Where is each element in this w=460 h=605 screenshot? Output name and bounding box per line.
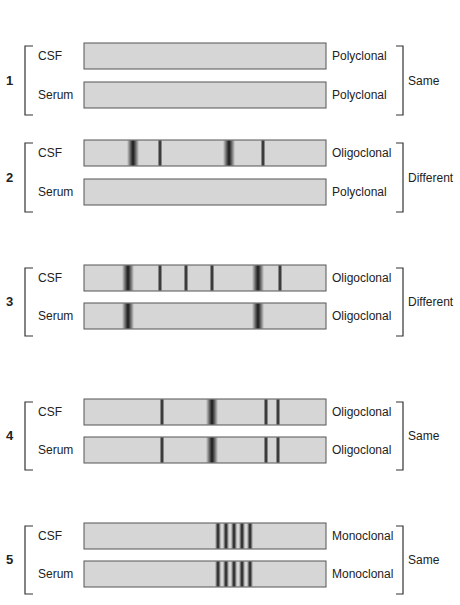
pattern-label: Oligoclonal bbox=[332, 146, 391, 160]
comparison-label: Same bbox=[408, 74, 439, 88]
protein-band bbox=[223, 524, 229, 549]
gel-lane bbox=[84, 179, 326, 205]
protein-band bbox=[122, 266, 134, 291]
panel-number: 4 bbox=[6, 429, 13, 443]
gel-lane bbox=[84, 561, 326, 587]
protein-band bbox=[278, 266, 283, 291]
sample-label: Serum bbox=[38, 88, 73, 102]
pattern-label: Oligoclonal bbox=[332, 271, 391, 285]
panel-graphics bbox=[25, 399, 403, 470]
protein-band bbox=[276, 438, 281, 463]
protein-band bbox=[252, 266, 264, 291]
gel-lane bbox=[84, 265, 326, 291]
comparison-label: Different bbox=[408, 171, 453, 185]
pattern-label: Oligoclonal bbox=[332, 309, 391, 323]
gel-lane bbox=[84, 437, 326, 463]
gel-lane bbox=[84, 523, 326, 549]
pattern-label: Monoclonal bbox=[332, 529, 393, 543]
panel-graphics bbox=[25, 43, 403, 115]
sample-label: Serum bbox=[38, 443, 73, 457]
protein-band bbox=[231, 524, 237, 549]
protein-band bbox=[223, 562, 229, 587]
sample-label: CSF bbox=[38, 529, 62, 543]
comparison-label: Same bbox=[408, 429, 439, 443]
panel-number: 5 bbox=[6, 553, 13, 567]
pattern-label: Polyclonal bbox=[332, 185, 387, 199]
gel-lane bbox=[84, 399, 326, 425]
gel-lane bbox=[84, 140, 326, 166]
protein-band bbox=[158, 266, 163, 291]
left-bracket bbox=[25, 143, 33, 212]
protein-band bbox=[127, 141, 139, 166]
panel-graphics bbox=[25, 140, 403, 212]
right-bracket bbox=[396, 526, 403, 594]
protein-band bbox=[247, 524, 253, 549]
panel-number: 2 bbox=[6, 171, 13, 185]
pattern-label: Oligoclonal bbox=[332, 405, 391, 419]
sample-label: CSF bbox=[38, 405, 62, 419]
protein-band bbox=[276, 400, 281, 425]
protein-band bbox=[206, 400, 218, 425]
sample-label: CSF bbox=[38, 146, 62, 160]
protein-band bbox=[264, 400, 269, 425]
protein-band bbox=[252, 304, 264, 329]
protein-band bbox=[122, 304, 134, 329]
sample-label: Serum bbox=[38, 567, 73, 581]
protein-band bbox=[239, 562, 245, 587]
pattern-label: Oligoclonal bbox=[332, 443, 391, 457]
protein-band bbox=[158, 141, 163, 166]
protein-band bbox=[231, 562, 237, 587]
sample-label: CSF bbox=[38, 271, 62, 285]
protein-band bbox=[264, 438, 269, 463]
left-bracket bbox=[25, 526, 33, 594]
panel-graphics bbox=[25, 265, 403, 336]
protein-band bbox=[160, 438, 165, 463]
protein-band bbox=[261, 141, 266, 166]
sample-label: Serum bbox=[38, 185, 73, 199]
protein-band bbox=[184, 266, 189, 291]
protein-band bbox=[239, 524, 245, 549]
right-bracket bbox=[396, 46, 403, 115]
gel-lane bbox=[84, 82, 326, 108]
panel-number: 1 bbox=[6, 74, 13, 88]
protein-band bbox=[160, 400, 165, 425]
protein-band bbox=[206, 438, 218, 463]
gel-lane bbox=[84, 43, 326, 69]
protein-band bbox=[247, 562, 253, 587]
protein-band bbox=[215, 562, 221, 587]
right-bracket bbox=[396, 143, 403, 212]
comparison-label: Same bbox=[408, 553, 439, 567]
panel-graphics bbox=[25, 523, 403, 594]
gel-lane bbox=[84, 303, 326, 329]
right-bracket bbox=[396, 402, 403, 470]
sample-label: CSF bbox=[38, 49, 62, 63]
sample-label: Serum bbox=[38, 309, 73, 323]
pattern-label: Polyclonal bbox=[332, 88, 387, 102]
protein-band bbox=[210, 266, 215, 291]
left-bracket bbox=[25, 268, 33, 336]
pattern-label: Polyclonal bbox=[332, 49, 387, 63]
pattern-label: Monoclonal bbox=[332, 567, 393, 581]
left-bracket bbox=[25, 402, 33, 470]
protein-band bbox=[215, 524, 221, 549]
right-bracket bbox=[396, 268, 403, 336]
left-bracket bbox=[25, 46, 33, 115]
comparison-label: Different bbox=[408, 295, 453, 309]
panel-number: 3 bbox=[6, 295, 13, 309]
protein-band bbox=[223, 141, 235, 166]
